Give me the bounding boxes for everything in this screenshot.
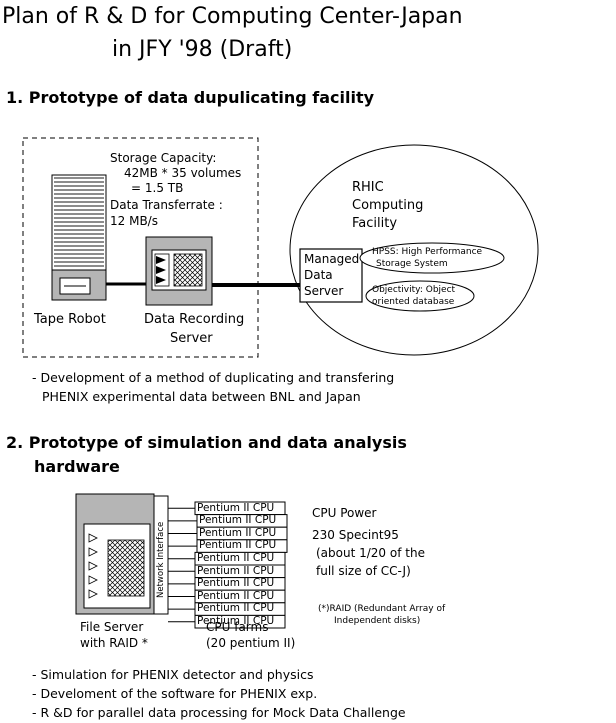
cpu-label: Pentium II CPU [197,589,275,602]
dashed-boundary [22,137,259,358]
section1-heading: 1. Prototype of data dupulicating facili… [6,88,375,107]
objectivity-label-2: oriented database [372,297,455,307]
managed-label-2: Data [304,268,333,282]
cpu-power-line2: (about 1/20 of the [316,546,425,560]
cpu-label: Pentium II CPU [197,577,275,590]
data-transferrate-label: Data Transferrate : [110,198,223,212]
file-server-label-2: with RAID * [80,636,148,650]
tape-robot-icon [51,174,107,301]
managed-label-3: Server [304,284,344,298]
data-recording-server-icon [145,236,213,306]
page-title-line2: in JFY '98 (Draft) [112,37,293,62]
cpu-label: Pentium II CPU [199,526,277,539]
storage-capacity-line1: 42MB * 35 volumes [124,166,242,180]
section2-heading-2: hardware [34,457,120,476]
cpu-label: Pentium II CPU [197,501,275,514]
page-title-line1: Plan of R & D for Computing Center-Japan [2,4,463,29]
cpu-power-label: CPU Power [312,506,377,520]
cpu-label: Pentium II CPU [197,551,275,564]
section1-note-2: PHENIX experimental data between BNL and… [42,389,361,404]
cpu-label: Pentium II CPU [197,602,275,615]
data-recording-server-label-2: Server [170,331,213,346]
section2-heading-1: 2. Prototype of simulation and data anal… [6,433,407,452]
bullet-1: - Simulation for PHENIX detector and phy… [32,667,314,682]
rhic-label-1: RHIC [352,180,384,195]
hpss-label-2: Storage System [376,259,448,269]
objectivity-label-1: Objectivity: Object [372,285,456,295]
data-transferrate-value: 12 MB/s [110,214,158,228]
raid-note-1: (*)RAID (Redundant Array of [318,604,446,614]
cpu-label: Pentium II CPU [199,514,277,527]
managed-data-server-box [299,248,363,303]
hpss-ellipse [359,242,505,274]
network-interface-box [153,495,169,615]
hpss-label-1: HPSS: High Performance [372,247,483,257]
network-interface-label: Network Interface [156,521,166,598]
storage-capacity-line2: = 1.5 TB [131,181,184,195]
section1-note-1: - Development of a method of duplicating… [32,370,395,385]
cpu-power-line1: 230 Specint95 [312,528,399,542]
tape-robot-label: Tape Robot [34,312,106,327]
rhic-facility-ellipse [289,144,539,356]
rhic-label-3: Facility [352,216,398,231]
cpu-power-line3: full size of CC-J) [316,564,411,578]
cpu-farms-label-1: CPU farms [206,620,269,634]
file-server-icon [75,493,155,615]
cpu-farms-label-2: (20 pentium II) [206,636,296,650]
rhic-label-2: Computing [352,198,424,213]
bullet-2: - Develoment of the software for PHENIX … [32,686,318,701]
objectivity-ellipse [365,280,475,312]
cpu-label: Pentium II CPU [197,614,275,627]
file-server-label-1: File Server [80,620,144,634]
raid-note-2: Independent disks) [334,616,421,626]
bullet-3: - R &D for parallel data processing for … [32,705,406,720]
storage-capacity-label: Storage Capacity: [110,151,217,165]
cpu-label: Pentium II CPU [199,539,277,552]
cpu-label: Pentium II CPU [197,564,275,577]
managed-label-1: Managed [304,252,360,266]
cpu-farm [168,501,288,629]
data-recording-server-label-1: Data Recording [144,312,245,327]
